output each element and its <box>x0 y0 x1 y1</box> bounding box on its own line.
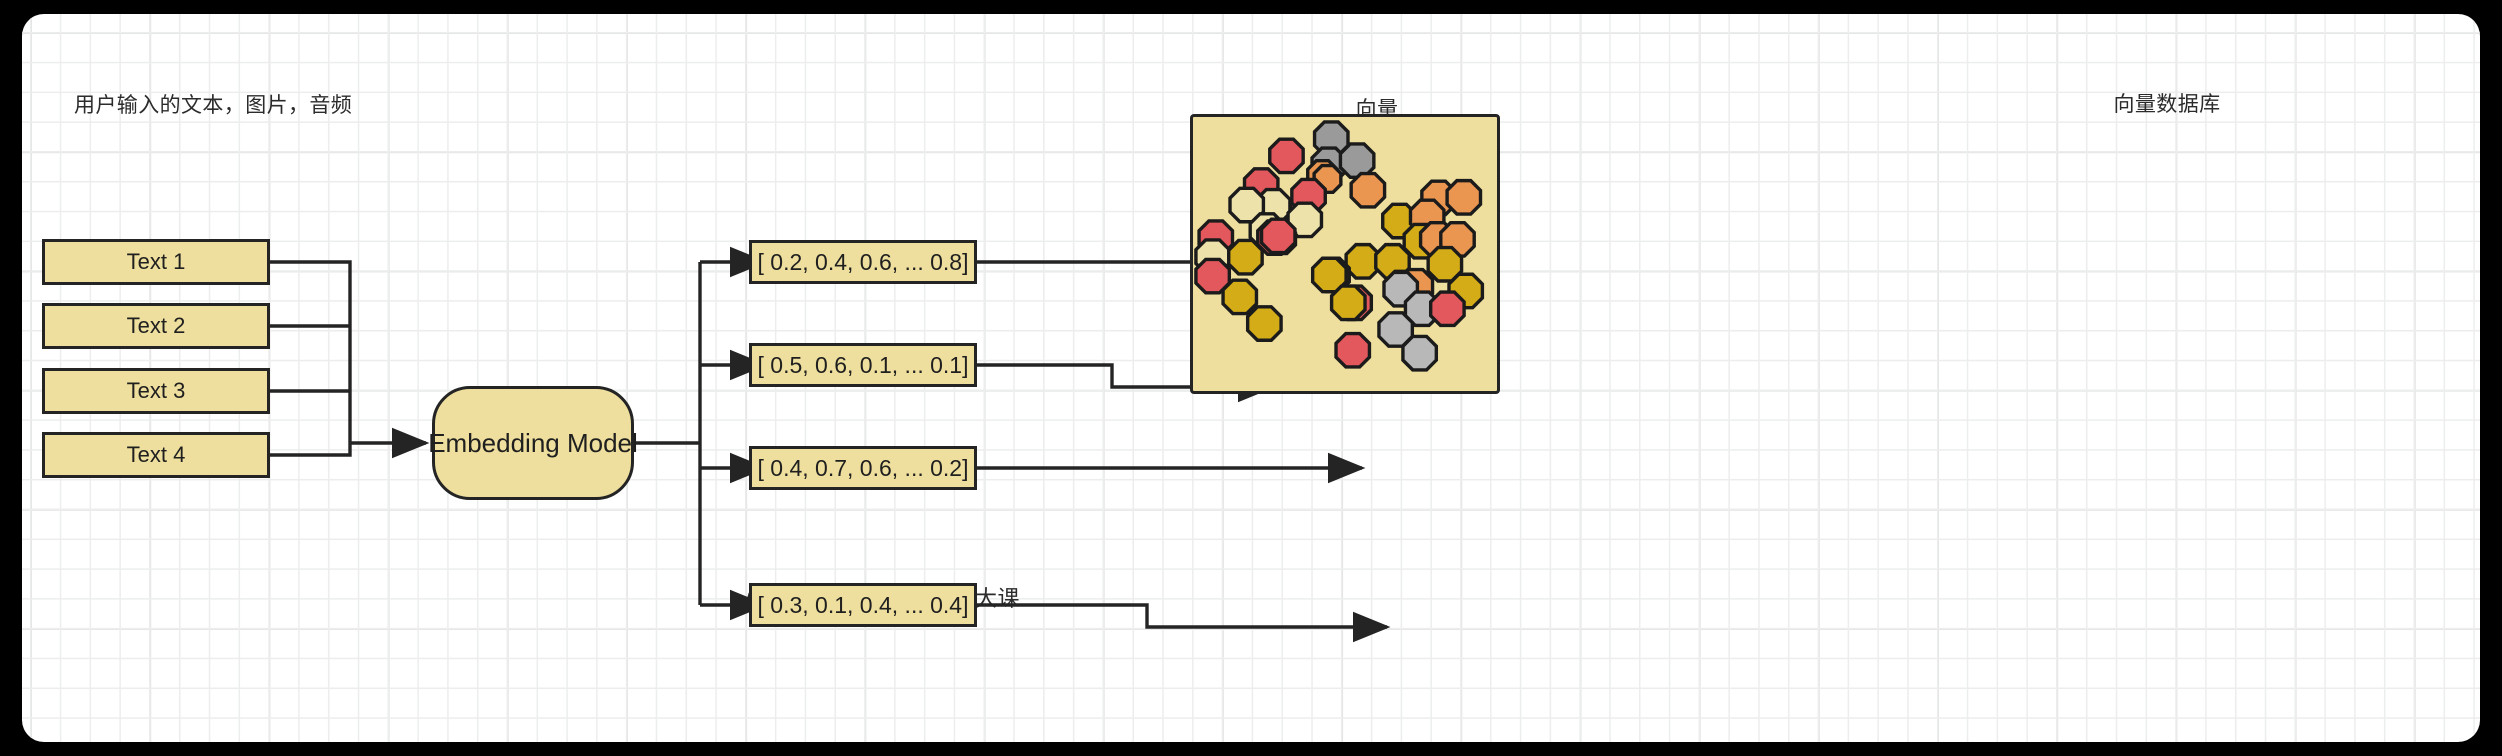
input-box-4-label: Text 4 <box>126 442 186 467</box>
database-section-title: 向量数据库 <box>2113 93 2221 116</box>
wire-text1 <box>270 260 352 443</box>
vector-point <box>1329 284 1367 322</box>
input-box-1[interactable]: Text 1 <box>42 239 270 285</box>
vector-point <box>1228 186 1266 224</box>
vector-point <box>1334 331 1372 369</box>
input-box-1-label: Text 1 <box>126 249 186 274</box>
vector-point <box>1245 305 1283 342</box>
vector-point <box>1445 178 1483 216</box>
wire-text4 <box>270 443 352 457</box>
input-box-2-label: Text 2 <box>126 313 186 338</box>
vector-point <box>1428 290 1466 328</box>
embedding-model-label: Embedding Model <box>428 427 638 458</box>
diagram-canvas: 用户输入的文本，图片，音频 向量 向量数据库 小滴课堂-AI智能化云盘大课 <box>22 14 2480 742</box>
vector-box-3[interactable]: [ 0.4, 0.7, 0.6, ... 0.2] <box>749 446 977 490</box>
vector-box-4[interactable]: [ 0.3, 0.1, 0.4, ... 0.4] <box>749 583 977 627</box>
diagram-layer: 用户输入的文本，图片，音频 向量 向量数据库 小滴课堂-AI智能化云盘大课 <box>22 14 2480 742</box>
vector-box-2-label: [ 0.5, 0.6, 0.1, ... 0.1] <box>757 351 969 378</box>
vector-point <box>1194 257 1232 295</box>
vector-point <box>1221 278 1259 316</box>
vector-point <box>1268 137 1305 175</box>
vector-box-3-label: [ 0.4, 0.7, 0.6, ... 0.2] <box>757 454 969 481</box>
vector-point <box>1426 245 1464 283</box>
vector-point <box>1310 256 1348 294</box>
input-box-3-label: Text 3 <box>126 378 186 403</box>
vector-point <box>1349 171 1387 209</box>
vector-box-1-label: [ 0.2, 0.4, 0.6, ... 0.8] <box>757 248 969 275</box>
vector-box-2[interactable]: [ 0.5, 0.6, 0.1, ... 0.1] <box>749 343 977 387</box>
vector-point-cloud <box>1194 120 1485 372</box>
input-box-2[interactable]: Text 2 <box>42 303 270 349</box>
vector-point <box>1377 311 1415 348</box>
input-box-3[interactable]: Text 3 <box>42 368 270 414</box>
vector-point <box>1227 238 1264 276</box>
vector-point <box>1259 217 1297 255</box>
vector-box-1[interactable]: [ 0.2, 0.4, 0.6, ... 0.8] <box>749 240 977 284</box>
input-box-4[interactable]: Text 4 <box>42 432 270 478</box>
input-section-title: 用户输入的文本，图片，音频 <box>74 94 353 117</box>
vector-point <box>1344 242 1382 280</box>
vector-point <box>1401 334 1439 372</box>
embedding-model-node[interactable]: Embedding Model <box>428 386 638 500</box>
vector-box-4-label: [ 0.3, 0.1, 0.4, ... 0.4] <box>757 591 969 618</box>
wire-vec4-db <box>977 603 1391 643</box>
